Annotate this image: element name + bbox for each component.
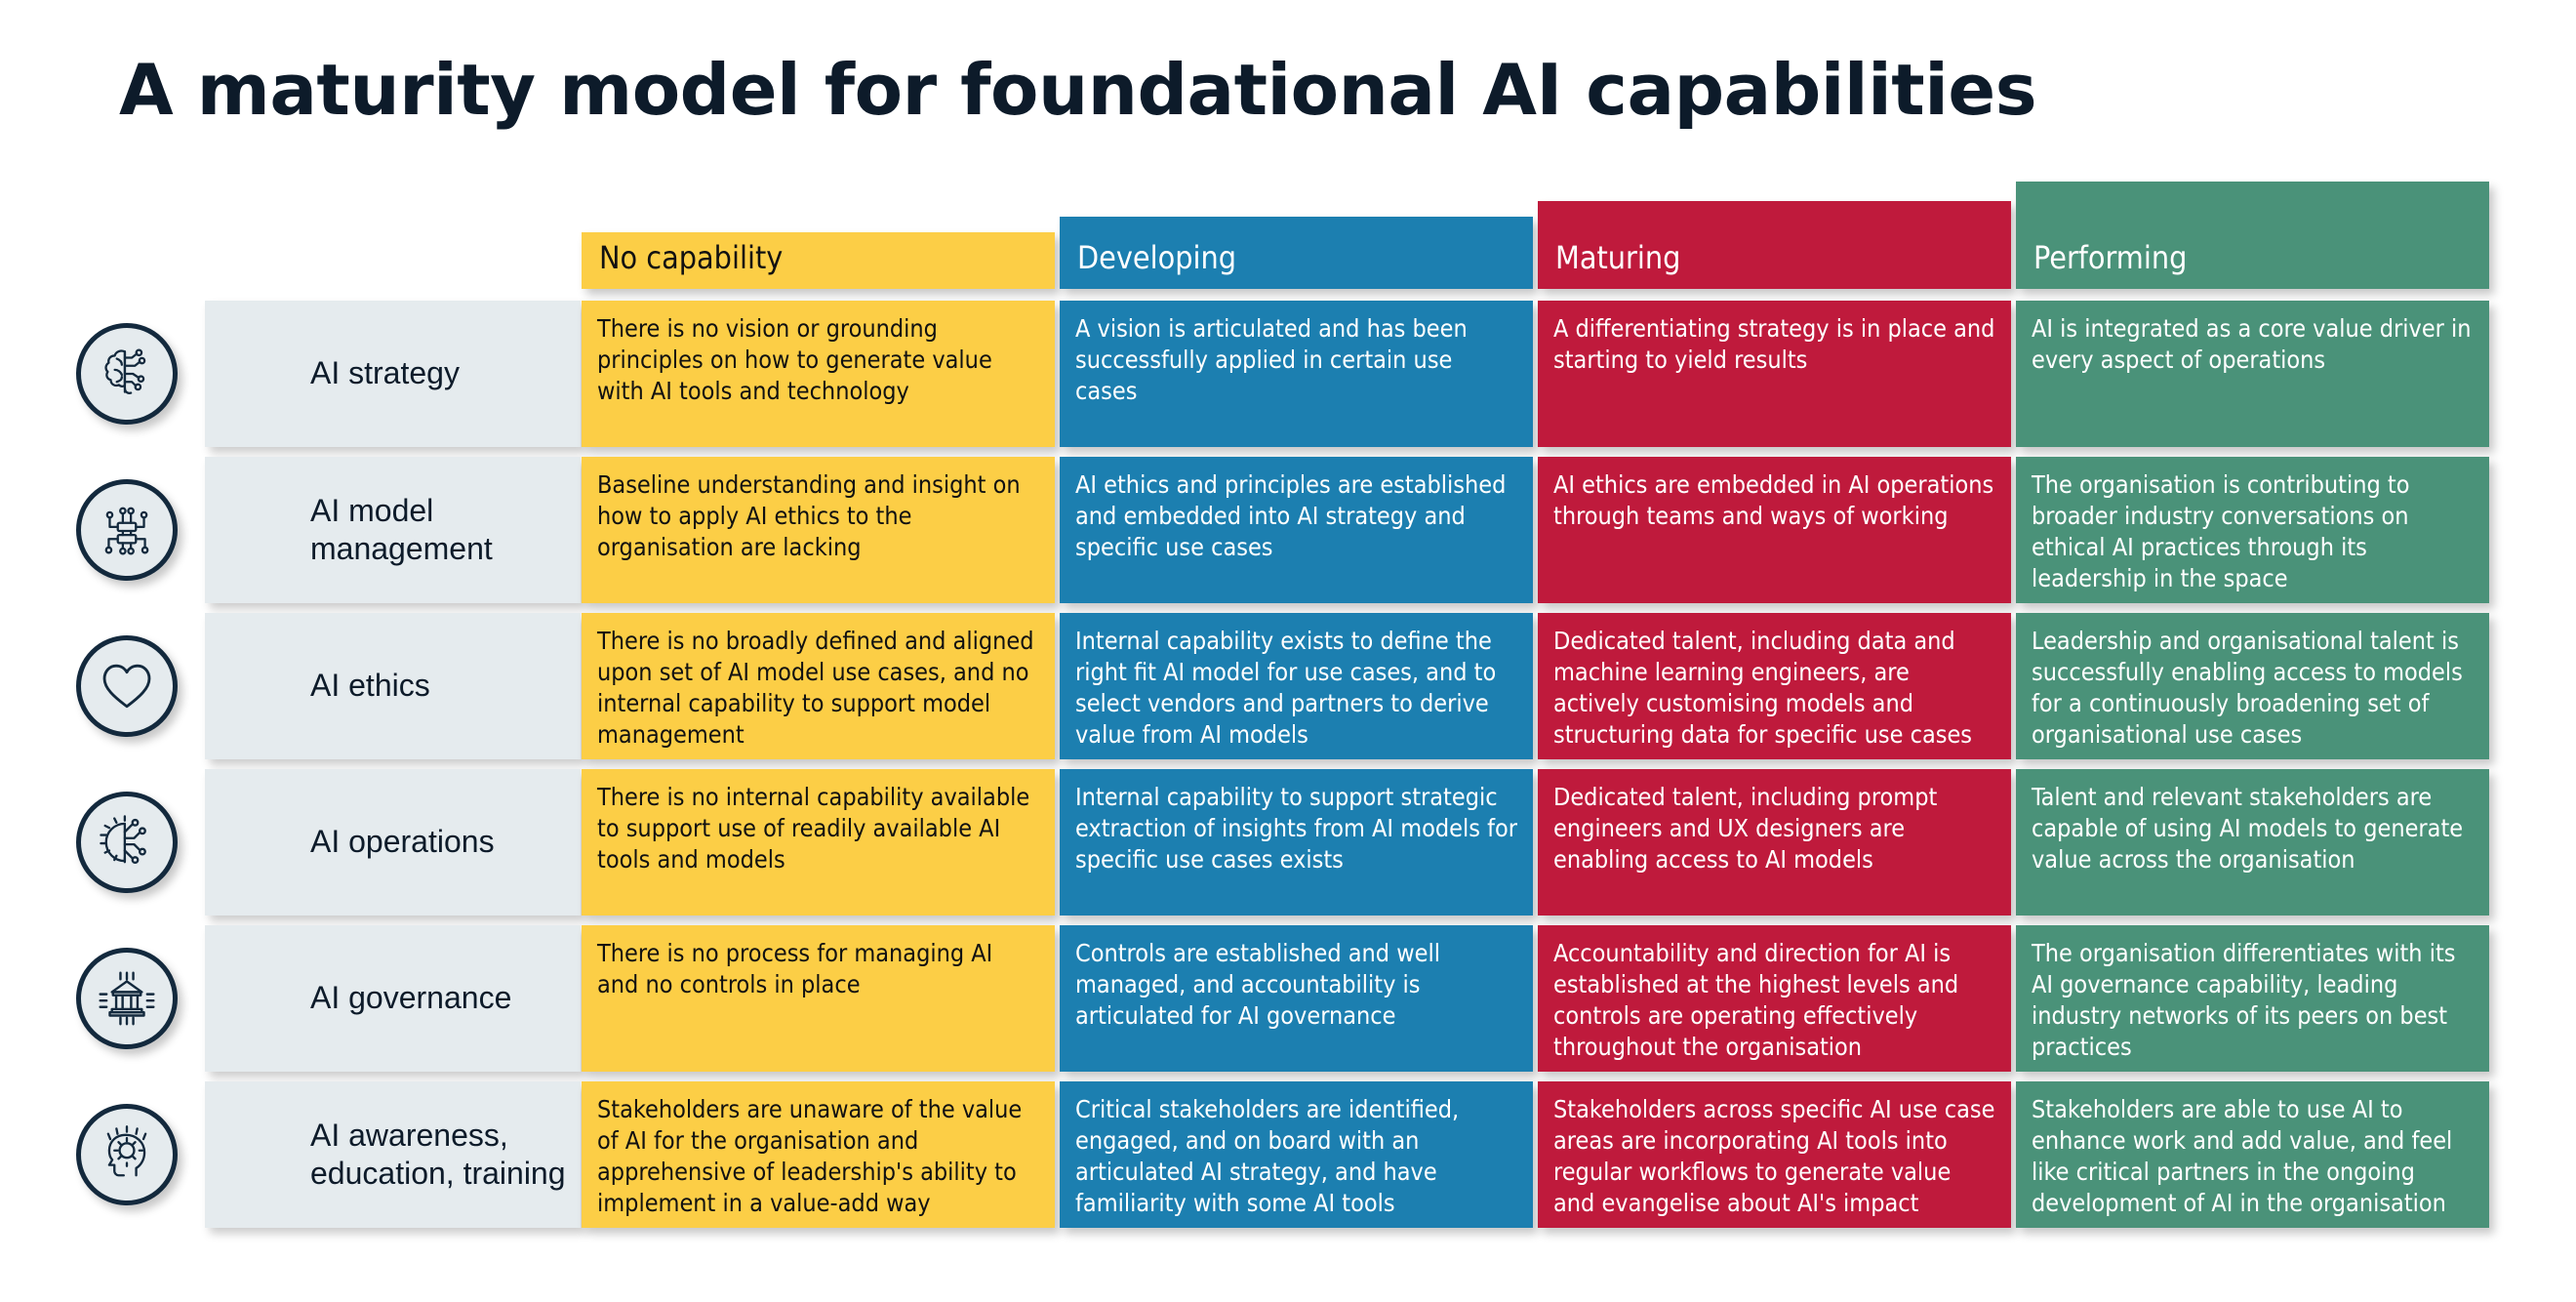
row-label-text: AI governance — [310, 980, 512, 1016]
column-header-label: Developing — [1077, 238, 1237, 276]
column-header-label: Performing — [2033, 238, 2188, 276]
matrix-cell[interactable]: Critical stakeholders are identified, en… — [1060, 1081, 1533, 1228]
matrix-cell[interactable]: A vision is articulated and has been suc… — [1060, 301, 1533, 447]
matrix-cell[interactable]: Stakeholders are unaware of the value of… — [582, 1081, 1055, 1228]
column-header-developing[interactable]: Developing — [1060, 217, 1533, 289]
row-label-5[interactable]: AI governance — [205, 925, 581, 1072]
matrix-cell[interactable]: Stakeholders across specific AI use case… — [1538, 1081, 2011, 1228]
matrix-cell[interactable]: Internal capability to support strategic… — [1060, 769, 1533, 915]
matrix-cell[interactable]: A differentiating strategy is in place a… — [1538, 301, 2011, 447]
matrix-cell[interactable]: The organisation is contributing to broa… — [2016, 457, 2489, 603]
column-header-maturing[interactable]: Maturing — [1538, 201, 2011, 289]
row-label-1[interactable]: AI strategy — [205, 301, 581, 447]
matrix-cell[interactable]: Baseline understanding and insight on ho… — [582, 457, 1055, 603]
row-label-text: AI operations — [310, 824, 495, 860]
row-label-4[interactable]: AI operations — [205, 769, 581, 915]
row-label-6[interactable]: AI awareness, education, training — [205, 1081, 581, 1228]
column-header-performing[interactable]: Performing — [2016, 182, 2489, 289]
matrix-cell[interactable]: The organisation differentiates with its… — [2016, 925, 2489, 1072]
head-gear-idea-icon — [76, 1104, 178, 1205]
matrix-cell[interactable]: Controls are established and well manage… — [1060, 925, 1533, 1072]
matrix-cell[interactable]: AI ethics are embedded in AI operations … — [1538, 457, 2011, 603]
row-label-3[interactable]: AI ethics — [205, 613, 581, 759]
column-header-no_capability[interactable]: No capability — [582, 232, 1055, 289]
matrix-cell[interactable]: Dedicated talent, including prompt engin… — [1538, 769, 2011, 915]
page-title: A maturity model for foundational AI cap… — [119, 49, 2037, 131]
matrix-cell[interactable]: Accountability and direction for AI is e… — [1538, 925, 2011, 1072]
matrix-cell[interactable]: There is no internal capability availabl… — [582, 769, 1055, 915]
column-header-label: No capability — [599, 238, 784, 276]
matrix-cell[interactable]: There is no process for managing AI and … — [582, 925, 1055, 1072]
heart-icon — [76, 635, 178, 737]
row-label-2[interactable]: AI model management — [205, 457, 581, 603]
matrix-cell[interactable]: Talent and relevant stakeholders are cap… — [2016, 769, 2489, 915]
matrix-cell[interactable]: There is no broadly defined and aligned … — [582, 613, 1055, 759]
chip-network-icon — [76, 479, 178, 581]
matrix-cell[interactable]: Stakeholders are able to use AI to enhan… — [2016, 1081, 2489, 1228]
institution-icon — [76, 948, 178, 1049]
row-label-text: AI model management — [310, 492, 493, 566]
row-label-text: AI strategy — [310, 355, 460, 391]
matrix-cell[interactable]: Leadership and organisational talent is … — [2016, 613, 2489, 759]
matrix-cell[interactable]: AI is integrated as a core value driver … — [2016, 301, 2489, 447]
gear-circuit-icon — [76, 792, 178, 893]
matrix-cell[interactable]: AI ethics and principles are established… — [1060, 457, 1533, 603]
row-label-text: AI awareness, education, training — [310, 1117, 566, 1191]
matrix-cell[interactable]: There is no vision or grounding principl… — [582, 301, 1055, 447]
matrix-cell[interactable]: Dedicated talent, including data and mac… — [1538, 613, 2011, 759]
row-label-text: AI ethics — [310, 668, 430, 704]
column-header-label: Maturing — [1555, 238, 1681, 276]
matrix-cell[interactable]: Internal capability exists to define the… — [1060, 613, 1533, 759]
brain-circuit-icon — [76, 323, 178, 425]
